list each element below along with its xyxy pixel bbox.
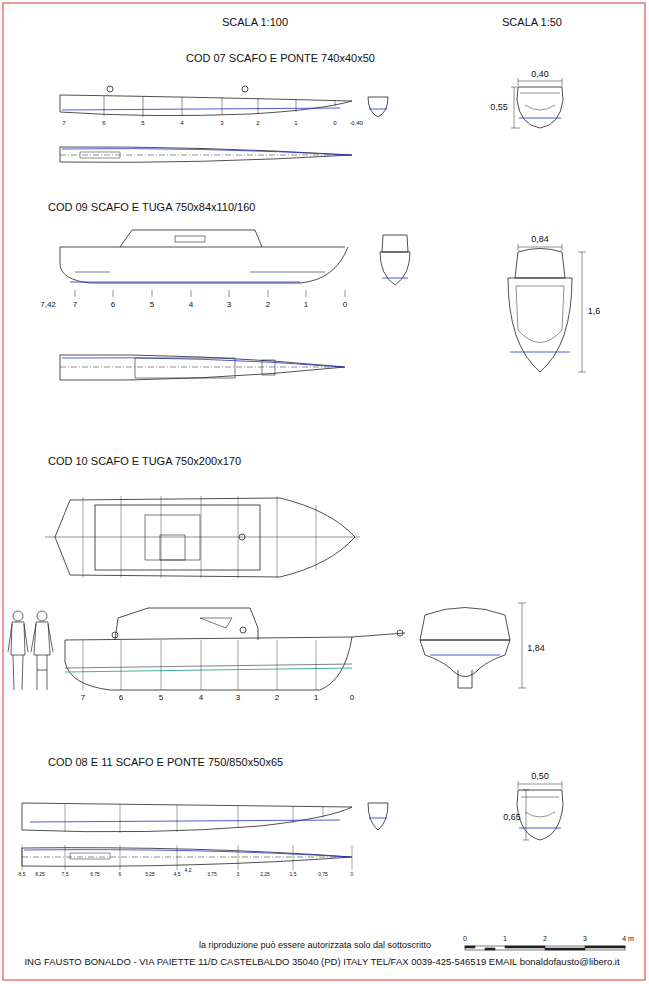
cod09-section-small <box>380 235 410 285</box>
station-number: 0 <box>351 872 354 878</box>
scale-number: 1 <box>503 935 507 943</box>
footer-note: la riproduzione può essere autorizzata s… <box>199 941 431 951</box>
cod08-section-large <box>517 781 563 840</box>
cod09-plan <box>60 355 345 380</box>
dimension-label: 0,84 <box>531 235 549 245</box>
station-number: 3 <box>220 120 223 127</box>
station-number: 6 <box>119 872 122 878</box>
scale-bar <box>465 946 625 950</box>
station-number: 7 <box>73 301 77 310</box>
cod07-section-large <box>511 78 563 128</box>
station-number: 4,5 <box>174 872 181 878</box>
station-number: 0 <box>350 694 354 703</box>
human-figures <box>8 611 53 690</box>
station-number: 5 <box>141 120 144 127</box>
station-number: 1 <box>294 120 297 127</box>
scale-note: SCALA 1:50 <box>502 16 562 28</box>
station-number: 3 <box>227 301 231 310</box>
station-number: 7 <box>62 120 65 127</box>
dimension-label: 0,65 <box>503 813 521 823</box>
cod09-section-large <box>508 244 586 372</box>
dimension-label: 1,84 <box>527 644 545 654</box>
station-number: 6 <box>102 120 105 127</box>
station-number: 6 <box>119 694 123 703</box>
station-number: 7,42 <box>40 301 56 310</box>
drawing-title: COD 09 SCAFO E TUGA 750x84x110/160 <box>48 201 255 213</box>
station-number: 2 <box>256 120 259 127</box>
scale-number: 4 m <box>622 935 634 943</box>
station-number: 3 <box>236 694 240 703</box>
page-border <box>3 3 645 980</box>
cod10-section <box>420 603 526 688</box>
scale-note: SCALA 1:100 <box>222 16 288 28</box>
author-address: ING FAUSTO BONALDO - VIA PAIETTE 11/D CA… <box>24 957 619 967</box>
station-number: 5 <box>159 694 163 703</box>
station-number: 6,75 <box>90 872 100 878</box>
cod07-section-small <box>368 97 388 117</box>
station-number: 8,5 <box>19 872 26 878</box>
station-number: 5,25 <box>145 872 155 878</box>
cod09-profile <box>60 230 348 297</box>
station-number: 2,25 <box>260 872 270 878</box>
cod10-profile <box>65 608 405 690</box>
station-number: 0,75 <box>318 872 328 878</box>
dimension-label: 0,55 <box>490 103 508 113</box>
dimension-label: 0,50 <box>531 772 549 782</box>
station-number: 0 <box>343 301 347 310</box>
cod07-profile <box>60 86 352 117</box>
drawing-title: COD 07 SCAFO E PONTE 740x40x50 <box>186 52 375 64</box>
station-number: 8,25 <box>35 872 45 878</box>
station-number: 7 <box>81 694 85 703</box>
cod07-plan <box>60 147 352 162</box>
station-number: 4 <box>199 694 203 703</box>
station-number: 1 <box>314 694 318 703</box>
scale-number: 2 <box>543 935 547 943</box>
station-number: 4 <box>180 120 183 127</box>
station-number: 1,5 <box>290 872 297 878</box>
station-number: 3 <box>237 872 240 878</box>
station-number: 0 <box>333 120 336 127</box>
station-number: 6 <box>111 301 115 310</box>
drawing-title: COD 10 SCAFO E TUGA 750x200x170 <box>48 455 241 467</box>
cod10-plan <box>45 496 360 578</box>
scale-number: 0 <box>463 935 467 943</box>
station-number: 7,5 <box>62 872 69 878</box>
station-number: 4 <box>189 301 193 310</box>
station-number: -0,40 <box>349 120 363 127</box>
station-number: 2 <box>266 301 270 310</box>
cod08-plan <box>22 845 352 870</box>
dimension-label: 0,40 <box>531 70 549 80</box>
station-number: 1 <box>304 301 308 310</box>
scale-number: 3 <box>583 935 587 943</box>
cod08-profile <box>22 803 352 833</box>
drawing-title: COD 08 E 11 SCAFO E PONTE 750/850x50x65 <box>48 756 283 768</box>
dimension-label: 1,6 <box>588 307 601 317</box>
station-number: 4,2 <box>185 868 192 874</box>
cod08-section-small <box>368 803 388 830</box>
station-number: 2 <box>275 694 279 703</box>
station-number: 5 <box>150 301 154 310</box>
station-number: 3,75 <box>207 872 217 878</box>
